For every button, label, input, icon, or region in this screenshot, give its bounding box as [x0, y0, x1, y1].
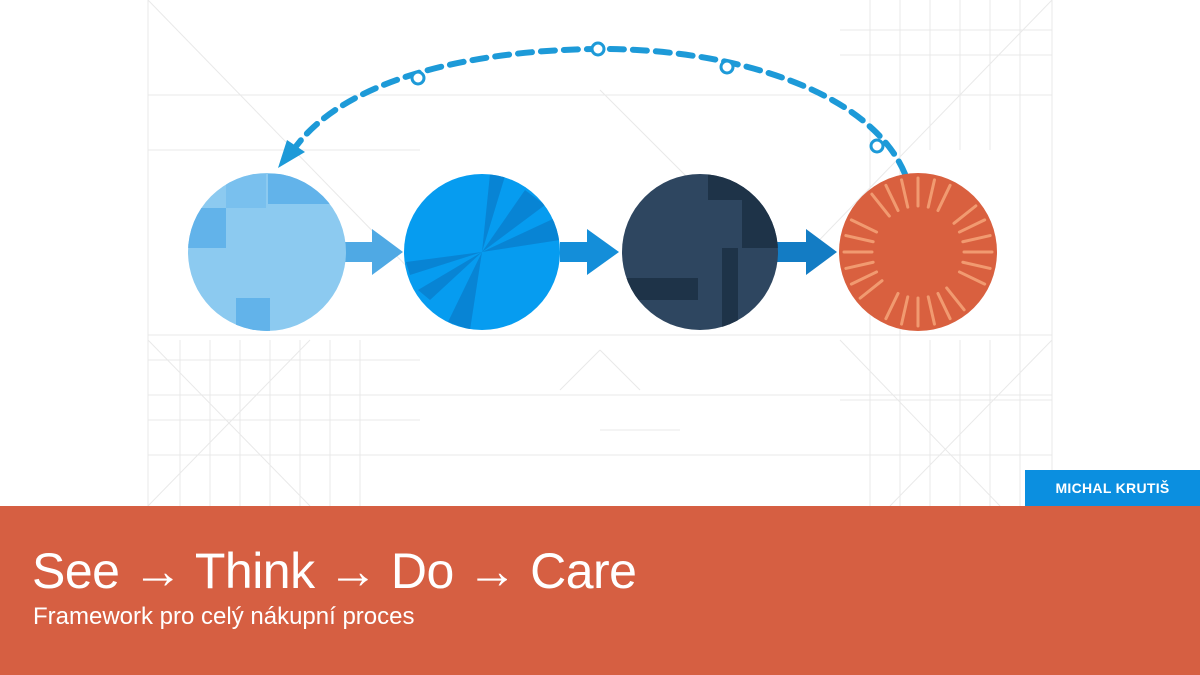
sunburst-ray — [936, 291, 952, 321]
sunburst-ray — [900, 178, 910, 209]
sunburst-ray — [961, 234, 992, 244]
sunburst-ray — [884, 183, 900, 213]
sunburst-ray — [957, 270, 987, 286]
orange-stage-circle — [839, 173, 997, 331]
forward-arrow-1 — [345, 229, 403, 275]
sunburst-ray — [952, 204, 978, 225]
sunburst-ray — [926, 178, 936, 209]
sunburst-ray — [849, 270, 879, 286]
light-blue-stage-circle — [188, 173, 346, 331]
return-arrow — [278, 41, 908, 177]
sunburst-ray — [844, 260, 875, 270]
funnel-diagram — [147, 0, 1053, 506]
arrowhead-icon — [278, 140, 305, 168]
sunburst-ray — [849, 218, 879, 234]
hero-illustration: MICHAL KRUTIŠ — [147, 0, 1200, 506]
title-banner: See → Think → Do → Care Framework pro ce… — [0, 506, 1200, 675]
sunburst-ray — [884, 291, 900, 321]
sunburst-ray — [957, 218, 987, 234]
sunburst-ray — [900, 295, 910, 326]
page-title: See → Think → Do → Care — [32, 543, 637, 599]
forward-arrow-2 — [560, 229, 619, 275]
sunburst-ray — [926, 295, 936, 326]
page-subtitle: Framework pro celý nákupní proces — [33, 603, 415, 630]
author-badge: MICHAL KRUTIŠ — [1025, 470, 1200, 506]
blue-stage-circle — [404, 174, 560, 330]
sunburst-ray — [858, 279, 884, 300]
sunburst-ray — [961, 260, 992, 270]
navy-stage-circle — [622, 174, 778, 330]
sunburst-ray — [945, 286, 966, 312]
sunburst-ray — [870, 192, 891, 218]
sunburst-ray — [844, 234, 875, 244]
forward-arrow-3 — [776, 229, 837, 275]
sunburst-ray — [936, 183, 952, 213]
